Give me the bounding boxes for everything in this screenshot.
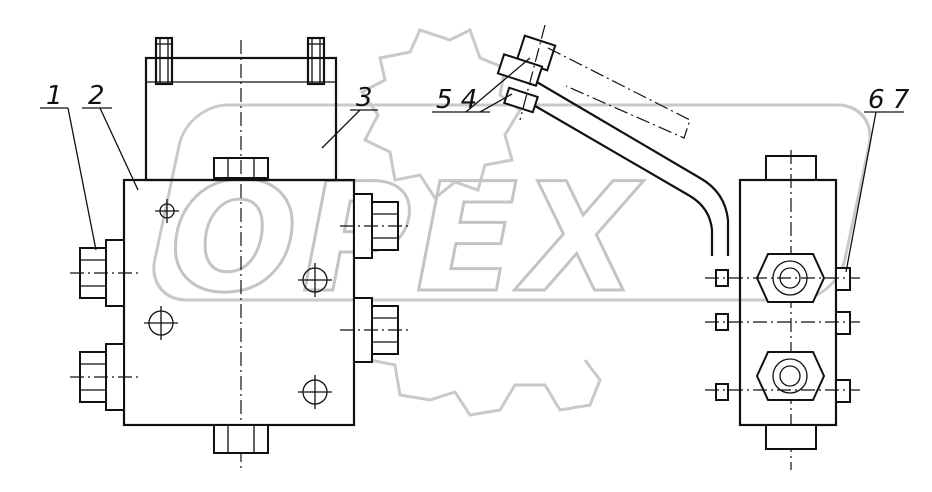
callout-3: 3 [356, 83, 373, 113]
right-fitting-upper [340, 193, 410, 259]
callouts: 1 2 3 5 4 6 7 [40, 57, 910, 273]
watermark-gear [359, 27, 522, 201]
left-fitting-upper [70, 239, 140, 307]
callout-2: 2 [88, 81, 105, 111]
callout-6-7: 6 7 [868, 85, 910, 115]
bent-pipe [496, 24, 730, 256]
side-valve-block [705, 150, 860, 470]
watermark-gear-lower [369, 358, 602, 417]
right-fitting-lower [340, 297, 410, 363]
callout-1: 1 [46, 81, 63, 111]
left-fitting-lower [70, 343, 140, 411]
callout-5-4: 5 4 [436, 85, 477, 115]
